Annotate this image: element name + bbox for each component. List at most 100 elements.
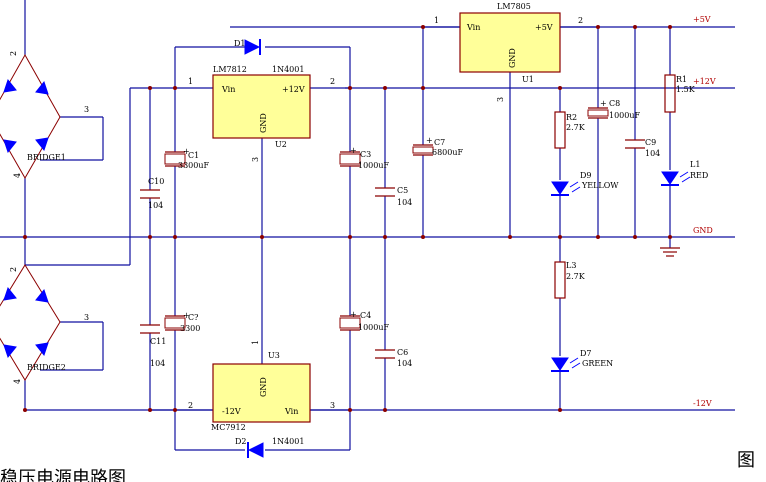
bridge1-pin2: 2 xyxy=(9,51,18,56)
c5-ref: C5 xyxy=(397,186,408,195)
capacitor-c9: C9 104 xyxy=(625,138,660,158)
u1-ref-label: U1 xyxy=(522,75,534,84)
c2-value: 3300 xyxy=(180,324,200,333)
rail-label-m12v: -12V xyxy=(693,399,712,408)
rail-label-gnd: GND xyxy=(693,226,713,235)
u1-pin2: 2 xyxy=(578,16,583,25)
u2-vin-label: Vin xyxy=(221,85,235,94)
bridge2-pin2: 2 xyxy=(9,267,18,272)
c11-value: 104 xyxy=(150,359,165,368)
resistor-r2: R2 2.7K xyxy=(554,111,586,149)
c8-value: 1000uF xyxy=(609,111,641,120)
c9-ref: C9 xyxy=(645,138,656,147)
u3-pin2: 2 xyxy=(188,401,193,410)
capacitor-c1: + C1 3300uF xyxy=(164,147,210,170)
c8-ref: C8 xyxy=(609,99,620,108)
rail-label-p12v: +12V xyxy=(693,77,716,86)
resistor-l3: L3 2.7K xyxy=(554,261,586,299)
u2-part-label: LM7812 xyxy=(213,65,247,74)
c10-ref: C10 xyxy=(148,177,164,186)
capacitor-c7: + C7 6800uF xyxy=(412,136,464,157)
u3-pin1: 1 xyxy=(251,340,260,345)
u3-pin3: 3 xyxy=(330,401,335,410)
led-d7: D7 GREEN xyxy=(551,349,613,372)
wires xyxy=(0,0,735,451)
regulator-u1: LM7805 Vin +5V GND U1 1 2 3 xyxy=(434,2,583,102)
u2-ref-label: U2 xyxy=(275,140,287,149)
led-d9: D9 YELLOW xyxy=(551,171,619,196)
capacitor-c6: C6 104 xyxy=(375,348,412,368)
c3-plus: + xyxy=(350,146,357,155)
led-l1: L1 RED xyxy=(661,160,708,186)
c2-ref: C? xyxy=(188,313,198,322)
u2-pin2: 2 xyxy=(330,77,335,86)
c5-value: 104 xyxy=(397,198,412,207)
c10-value: 104 xyxy=(148,201,163,210)
l3-value: 2.7K xyxy=(566,272,586,281)
capacitor-c10: C10 104 xyxy=(140,177,164,210)
bridge1-ref: BRIDGE1 xyxy=(27,153,66,162)
u3-gnd-label: GND xyxy=(259,377,268,397)
c4-value: 1000uF xyxy=(358,323,390,332)
capacitor-c4: + C4 1000uF xyxy=(339,310,390,332)
d1-ref: D1 xyxy=(234,39,246,48)
d2-ref: D2 xyxy=(235,437,247,446)
c4-ref: C4 xyxy=(360,311,371,320)
c3-value: 1000uF xyxy=(358,161,390,170)
d9-ref: D9 xyxy=(580,171,592,180)
c9-value: 104 xyxy=(645,149,660,158)
rail-label-p5v: +5V xyxy=(693,15,711,24)
figure-caption: 稳压电源电路图 xyxy=(0,468,126,482)
u2-pin1: 1 xyxy=(188,77,193,86)
u1-vout-label: +5V xyxy=(535,23,553,32)
u3-ref-label: U3 xyxy=(268,351,280,360)
capacitor-c5: C5 104 xyxy=(375,186,412,207)
c6-ref: C6 xyxy=(397,348,408,357)
r2-ref: R2 xyxy=(566,113,577,122)
u3-vout-label: -12V xyxy=(222,407,241,416)
d1-part: 1N4001 xyxy=(272,65,304,74)
u2-gnd-label: GND xyxy=(259,113,268,133)
u3-part-label: MC7912 xyxy=(211,423,246,432)
d7-color: GREEN xyxy=(582,359,613,368)
c4-plus: + xyxy=(350,310,357,319)
d2-part: 1N4001 xyxy=(272,437,304,446)
c7-ref: C7 xyxy=(434,138,445,147)
regulator-u3: U3 GND -12V Vin MC7912 2 3 1 xyxy=(188,340,335,432)
regulator-u2: LM7812 Vin +12V GND U2 1 2 3 xyxy=(188,65,335,162)
r1-ref: R1 xyxy=(676,75,687,84)
l1-color: RED xyxy=(690,171,708,180)
resistor-r1: R1 1.5K xyxy=(664,74,696,113)
u1-part-label: LM7805 xyxy=(497,2,531,11)
u2-vout-label: +12V xyxy=(282,85,305,94)
u1-pin3: 3 xyxy=(496,97,505,102)
c7-value: 6800uF xyxy=(432,148,464,157)
bridge-rectifier-2: 2 3 4 BRIDGE2 xyxy=(0,264,89,384)
c8-plus: + xyxy=(600,99,607,108)
capacitor-c11: C11 104 xyxy=(140,324,166,368)
capacitor-c2: + C? 3300 xyxy=(164,311,200,333)
bridge1-pin3: 3 xyxy=(84,105,89,114)
u3-vin-label: Vin xyxy=(284,407,298,416)
bridge-rectifier-1: 2 3 4 BRIDGE1 xyxy=(0,51,89,180)
r2-value: 2.7K xyxy=(566,123,586,132)
capacitor-c3: + C3 1000uF xyxy=(339,146,390,170)
junctions xyxy=(23,25,672,412)
l1-ref: L1 xyxy=(690,160,700,169)
c6-value: 104 xyxy=(397,359,412,368)
u1-vin-label: Vin xyxy=(466,23,480,32)
bridge2-pin3: 3 xyxy=(84,313,89,322)
d9-color: YELLOW xyxy=(581,181,619,190)
c1-plus: + xyxy=(183,147,190,156)
figure-label: 图 xyxy=(737,450,755,471)
u1-pin1: 1 xyxy=(434,16,439,25)
c1-value: 3300uF xyxy=(178,161,210,170)
l3-ref: L3 xyxy=(566,261,576,270)
c1-ref: C1 xyxy=(188,151,199,160)
r1-value: 1.5K xyxy=(676,85,696,94)
bridge2-ref: BRIDGE2 xyxy=(27,363,66,372)
c7-plus: + xyxy=(426,136,433,145)
d7-ref: D7 xyxy=(580,349,592,358)
diode-d1: D1 1N4001 xyxy=(234,39,304,74)
